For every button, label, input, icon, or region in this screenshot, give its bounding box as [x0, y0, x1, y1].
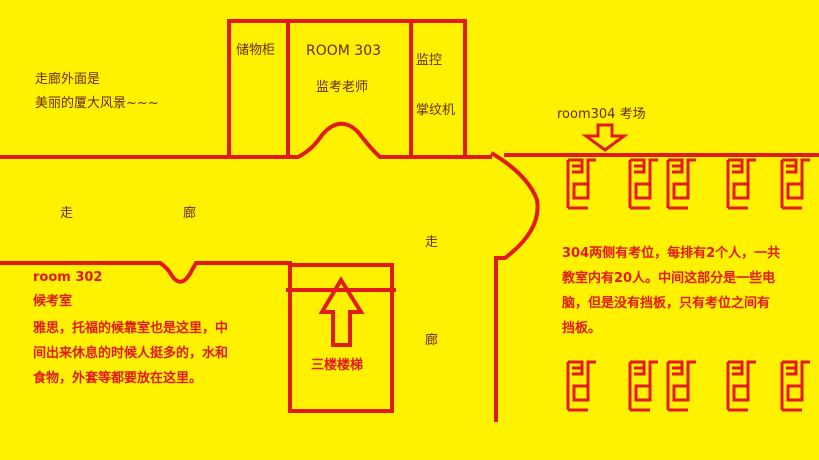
label-room304: room304 考场	[557, 107, 646, 122]
seat-row-top	[566, 158, 810, 210]
label-locker: 储物柜	[236, 43, 276, 58]
seat-icon	[726, 360, 756, 412]
seat-icon	[780, 158, 810, 210]
label-room302-sub: 候考室	[33, 294, 73, 309]
arrow-up-icon	[318, 276, 365, 347]
label-corridor-left-1: 走	[60, 206, 74, 221]
label-room302-desc-line1: 雅思，托福的候靠室也是这里，中	[33, 321, 229, 336]
label-room302-name: room 302	[33, 270, 103, 285]
seat-icon	[726, 158, 756, 210]
label-monitor-line2: 掌纹机	[416, 103, 456, 118]
wall-bottom	[0, 261, 292, 284]
seat-icon	[628, 158, 658, 210]
label-corridor-left-2: 廊	[183, 206, 197, 221]
label-room303-sub: 监考老师	[316, 80, 369, 95]
label-room302-desc-line2: 间出来休息的时候人挺多的，水和	[33, 346, 229, 361]
label-corridor-right-2: 廊	[425, 333, 439, 348]
label-monitor-line1: 监控	[416, 53, 443, 68]
arrow-down-icon	[581, 123, 629, 152]
seat-row-bottom	[566, 360, 810, 412]
label-corridor-outside-line1: 走廊外面是	[35, 72, 101, 87]
label-corridor-outside-line2: 美丽的厦大风景~~~	[35, 96, 159, 111]
label-corridor-right-1: 走	[425, 235, 439, 250]
wall-corner-curve	[490, 151, 540, 260]
label-room304-desc-line3: 脑，但是没有挡板，只有考位之间有	[562, 296, 771, 311]
seat-icon	[628, 360, 658, 412]
seat-icon	[566, 158, 596, 210]
seat-icon	[666, 360, 696, 412]
label-room303-name: ROOM 303	[306, 43, 382, 59]
wall-top-left	[0, 121, 492, 159]
seat-icon	[780, 360, 810, 412]
label-room304-desc-line2: 教室内有20人。中间这部分是一些电	[562, 271, 776, 286]
wall-stairs	[288, 263, 394, 413]
label-stairs: 三楼楼梯	[311, 358, 364, 373]
seat-icon	[566, 360, 596, 412]
seat-icon	[666, 158, 696, 210]
label-room304-desc-line1: 304两侧有考位，每排有2个人，一共	[562, 246, 781, 261]
label-room302-desc-line3: 食物，外套等都要放在这里。	[33, 371, 203, 386]
label-room304-desc-line4: 挡板。	[562, 321, 602, 336]
